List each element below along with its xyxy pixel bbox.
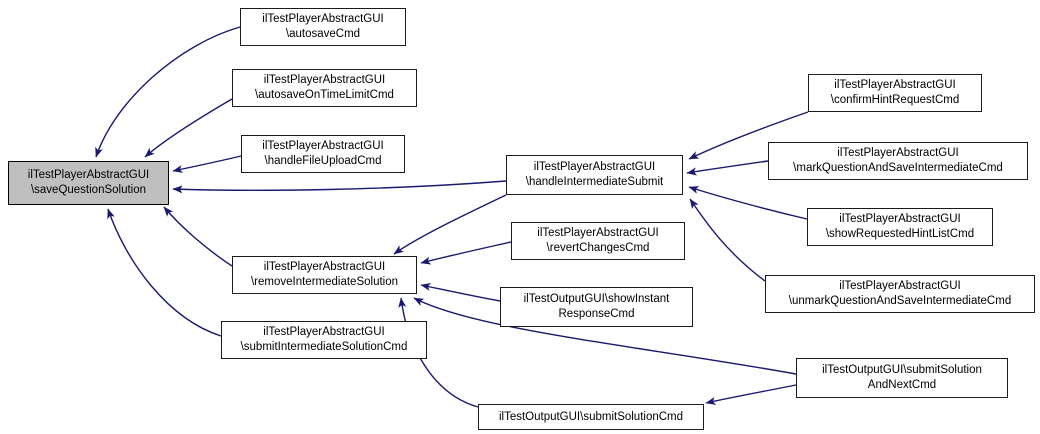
edge-unmarkQuestionAndSaveIntermediateCmd-to-handleIntermediateSubmit — [689, 198, 766, 282]
edge-handleIntermediateSubmit-to-saveQuestionSolution — [172, 180, 507, 194]
edge-submitSolutionAndNextCmd-to-submitSolutionCmd — [705, 384, 797, 405]
edge-revertChangesCmd-to-removeIntermediateSolution — [420, 241, 512, 265]
node-label-line: \handleIntermediateSubmit — [525, 176, 664, 188]
node-label-line: \handleFileUploadCmd — [264, 155, 382, 167]
edge-submitSolutionAndNextCmd-to-removeIntermediateSolution — [413, 297, 797, 375]
node-label-line: ilTestPlayerAbstractGUI — [839, 213, 961, 225]
edge-submitIntermediateSolutionCmd-to-saveQuestionSolution — [107, 208, 222, 337]
node-label-line: ilTestPlayerAbstractGUI — [263, 74, 386, 86]
node-label-line: ilTestPlayerAbstractGUI — [834, 79, 956, 91]
edge-autosaveOnTimeLimitCmd-to-saveQuestionSolution — [144, 98, 233, 158]
edge-handleIntermediateSubmit-to-removeIntermediateSolution — [393, 194, 507, 255]
edge-confirmHintRequestCmd-to-handleIntermediateSubmit — [688, 111, 809, 160]
graph-node-submitIntermediateSolutionCmd[interactable]: ilTestPlayerAbstractGUI \submitIntermedia… — [221, 321, 427, 359]
node-label-line: \autosaveOnTimeLimitCmd — [255, 89, 394, 101]
node-label-line: ilTestOutputGUI\submitSolutionCmd — [498, 410, 684, 423]
node-label-line: ilTestOutputGUI\showInstant — [523, 293, 670, 305]
edge-removeIntermediateSolution-to-saveQuestionSolution — [163, 206, 233, 267]
node-label-line: AndNextCmd — [867, 379, 937, 391]
node-label-line: ilTestPlayerAbstractGUI — [262, 140, 384, 152]
node-label-line: \unmarkQuestionAndSaveIntermediateCmd — [788, 295, 1012, 307]
node-label-line: ilTestPlayerAbstractGUI — [533, 161, 656, 173]
node-label-line: ilTestPlayerAbstractGUI — [839, 280, 961, 292]
graph-node-handleFileUploadCmd[interactable]: ilTestPlayerAbstractGUI \handleFileUpload… — [241, 135, 405, 173]
node-label-line: \submitIntermediateSolutionCmd — [240, 341, 408, 353]
graph-node-autosaveOnTimeLimitCmd[interactable]: ilTestPlayerAbstractGUI \autosaveOnTimeLi… — [232, 69, 417, 107]
node-label-line: ilTestPlayerAbstractGUI — [263, 261, 386, 273]
node-label-line: ilTestPlayerAbstractGUI — [263, 326, 385, 338]
node-label-line: \autosaveCmd — [285, 28, 361, 40]
graph-node-unmarkQuestionAndSaveIntermediateCmd[interactable]: ilTestPlayerAbstractGUI \unmarkQuestionAn… — [765, 275, 1035, 313]
node-label-line: ilTestPlayerAbstractGUI — [837, 147, 959, 159]
node-label-line: \markQuestionAndSaveIntermediateCmd — [793, 162, 1003, 174]
node-label-line: \showRequestedHintListCmd — [825, 228, 975, 240]
edge-submitSolutionCmd-to-removeIntermediateSolution — [398, 297, 479, 408]
node-label-line: ilTestPlayerAbstractGUI — [537, 227, 659, 239]
node-label-line: ilTestOutputGUI\submitSolution — [822, 364, 982, 376]
graph-node-removeIntermediateSolution[interactable]: ilTestPlayerAbstractGUI \removeIntermedia… — [232, 256, 417, 294]
node-label-line: ilTestPlayerAbstractGUI — [27, 169, 150, 181]
edge-autosaveCmd-to-saveQuestionSolution — [95, 26, 241, 158]
graph-node-handleIntermediateSubmit[interactable]: ilTestPlayerAbstractGUI \handleIntermedia… — [506, 155, 683, 195]
graph-node-saveQuestionSolution[interactable]: ilTestPlayerAbstractGUI \saveQuestionSolu… — [8, 161, 169, 205]
edge-showInstantResponseCmd-to-removeIntermediateSolution — [420, 283, 501, 302]
node-label-line: ilTestPlayerAbstractGUI — [262, 13, 384, 25]
graph-node-showRequestedHintListCmd[interactable]: ilTestPlayerAbstractGUI \showRequestedHin… — [807, 208, 993, 246]
node-label-line: \revertChangesCmd — [546, 242, 650, 254]
graph-node-submitSolutionCmd[interactable]: ilTestOutputGUI\submitSolutionCmd — [478, 404, 704, 430]
edge-handleFileUploadCmd-to-saveQuestionSolution — [172, 155, 242, 173]
graph-node-markQuestionAndSaveIntermediateCmd[interactable]: ilTestPlayerAbstractGUI \markQuestionAndS… — [768, 142, 1028, 180]
graph-node-revertChangesCmd[interactable]: ilTestPlayerAbstractGUI \revertChangesCmd — [511, 222, 685, 260]
node-label-line: \removeIntermediateSolution — [250, 276, 399, 288]
node-label-line: \confirmHintRequestCmd — [830, 94, 960, 106]
edge-markQuestionAndSaveIntermediateCmd-to-handleIntermediateSubmit — [686, 160, 769, 176]
graph-node-autosaveCmd[interactable]: ilTestPlayerAbstractGUI \autosaveCmd — [240, 8, 406, 46]
edge-showRequestedHintListCmd-to-handleIntermediateSubmit — [688, 186, 808, 220]
node-label-line: \saveQuestionSolution — [30, 184, 147, 196]
graph-node-confirmHintRequestCmd[interactable]: ilTestPlayerAbstractGUI \confirmHintReque… — [808, 74, 982, 112]
node-label-line: ResponseCmd — [558, 308, 635, 320]
